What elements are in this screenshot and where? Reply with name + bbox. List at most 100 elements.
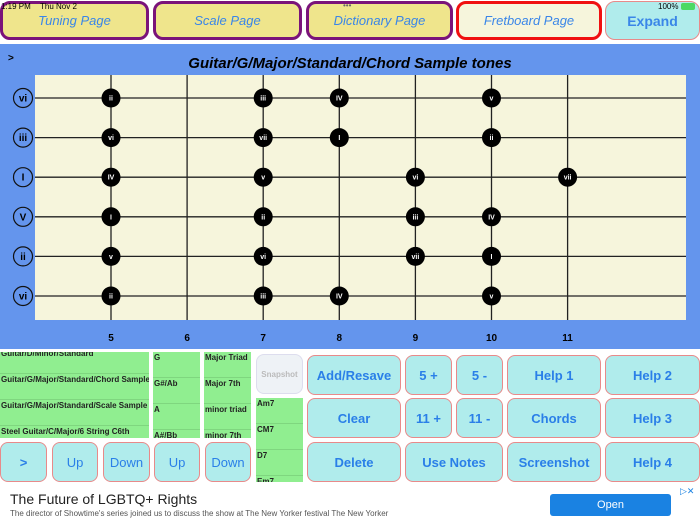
expand-button[interactable]: Expand [605, 1, 700, 40]
note-dot[interactable] [482, 88, 501, 108]
plus-11-button[interactable]: 11 + [405, 398, 452, 438]
note-dot[interactable] [329, 286, 349, 306]
use-notes-button[interactable]: Use Notes [405, 442, 503, 482]
tuning-page-button[interactable]: Tuning Page [0, 1, 149, 40]
note-degree: v [490, 96, 494, 103]
key-list-item[interactable]: G [153, 352, 200, 378]
note-dot[interactable] [253, 286, 273, 306]
minus-5-button[interactable]: 5 - [456, 355, 503, 395]
go-button[interactable]: > [0, 442, 47, 482]
ad-title: The Future of LGBTQ+ Rights [10, 491, 198, 507]
delete-button[interactable]: Delete [307, 442, 401, 482]
string-label: ii [20, 252, 26, 263]
screenshot-button[interactable]: Screenshot [507, 442, 601, 482]
note-dot[interactable] [253, 128, 273, 148]
scale-page-button[interactable]: Scale Page [153, 1, 302, 40]
tuning-list-item[interactable]: Guitar/D/Minor/Standard [0, 352, 149, 374]
note-dot[interactable] [253, 167, 273, 187]
note-degree: v [261, 175, 265, 182]
note-degree: iii [260, 294, 266, 301]
note-degree: v [109, 254, 113, 261]
note-dot[interactable] [253, 207, 273, 227]
note-dot[interactable] [405, 167, 425, 187]
note-dot[interactable] [558, 167, 578, 187]
chord-list-item[interactable]: D7 [256, 450, 303, 476]
note-dot[interactable] [101, 88, 121, 108]
note-dot[interactable] [482, 128, 501, 148]
help-1-button[interactable]: Help 1 [507, 355, 601, 395]
string-label-circle[interactable] [12, 87, 34, 109]
fret-number: 6 [184, 333, 190, 344]
key-down-button[interactable]: Down [205, 442, 251, 482]
label: Expand [627, 12, 678, 29]
note-degree: I [338, 135, 340, 142]
note-dot[interactable] [329, 128, 349, 148]
fretboard-page-button[interactable]: Fretboard Page [456, 1, 602, 40]
key-list-item[interactable]: A#/Bb [153, 430, 200, 438]
ad-subtitle: The director of Showtime's series joined… [10, 509, 389, 518]
string-label: I [22, 173, 25, 184]
ad-open-button[interactable]: Open [550, 494, 671, 516]
note-dot[interactable] [482, 286, 501, 306]
snapshot-button[interactable]: Snapshot [256, 354, 303, 394]
help-2-button[interactable]: Help 2 [605, 355, 700, 395]
note-degree: vi [108, 135, 114, 142]
tuning-list-item[interactable]: Steel Guitar/C/Major/6 String C6th [0, 426, 149, 438]
ad-banner[interactable]: The Future of LGBTQ+ Rights The director… [0, 485, 700, 525]
tuning-list-item[interactable]: Guitar/G/Major/Standard/Chord Sample [0, 374, 149, 400]
chord-type-list-item[interactable]: Major Triad [204, 352, 251, 378]
chord-list-item[interactable]: CM7 [256, 424, 303, 450]
note-dot[interactable] [253, 88, 273, 108]
note-dot[interactable] [482, 246, 501, 266]
string-label-circle[interactable] [12, 127, 34, 148]
key-list-item[interactable]: G#/Ab [153, 378, 200, 404]
string-label-circle[interactable] [12, 206, 34, 227]
ad-choices-icon[interactable]: ▷✕ [680, 486, 695, 496]
plus-5-button[interactable]: 5 + [405, 355, 452, 395]
note-degree: IV [336, 96, 343, 103]
string-label-circle[interactable] [12, 246, 34, 267]
note-dot[interactable] [101, 167, 121, 187]
string-label-circle[interactable] [12, 167, 34, 188]
note-dot[interactable] [101, 128, 121, 148]
minus-11-button[interactable]: 11 - [456, 398, 503, 438]
note-dot[interactable] [101, 207, 121, 227]
note-degree: IV [336, 294, 343, 301]
multitask-dots: ••• [343, 1, 352, 10]
chord-type-list-item[interactable]: Major 7th [204, 378, 251, 404]
tuning-list-item[interactable]: Guitar/G/Major/Standard/Scale Sample [0, 400, 149, 426]
clear-button[interactable]: Clear [307, 398, 401, 438]
chord-type-list-item[interactable]: minor 7th [204, 430, 251, 438]
tuning-down-button[interactable]: Down [103, 442, 150, 482]
tuning-up-button[interactable]: Up [52, 442, 98, 482]
string-label-circle[interactable] [12, 285, 34, 307]
note-dot[interactable] [482, 207, 501, 227]
note-dot[interactable] [253, 246, 273, 266]
key-up-button[interactable]: Up [154, 442, 200, 482]
chords-button[interactable]: Chords [507, 398, 601, 438]
label: Scale Page [194, 13, 261, 28]
note-degree: I [110, 214, 112, 221]
key-list-item[interactable]: A [153, 404, 200, 430]
chord-type-list-item[interactable]: minor triad [204, 404, 251, 430]
note-degree: ii [490, 135, 494, 142]
chord-list-item[interactable]: Em7 [256, 476, 303, 482]
help-3-button[interactable]: Help 3 [605, 398, 700, 438]
fret-number: 9 [413, 333, 419, 344]
note-dot[interactable] [405, 207, 425, 227]
help-4-button[interactable]: Help 4 [605, 442, 700, 482]
dictionary-page-button[interactable]: Dictionary Page [306, 1, 453, 40]
string-label: V [20, 212, 27, 223]
note-dot[interactable] [101, 286, 121, 306]
note-dot[interactable] [329, 88, 349, 108]
toggle-button[interactable]: > [8, 53, 14, 64]
chord-list-item[interactable]: Am7 [256, 398, 303, 424]
add-resave-button[interactable]: Add/Resave [307, 355, 401, 395]
note-dot[interactable] [101, 246, 121, 266]
note-dot[interactable] [405, 246, 425, 266]
